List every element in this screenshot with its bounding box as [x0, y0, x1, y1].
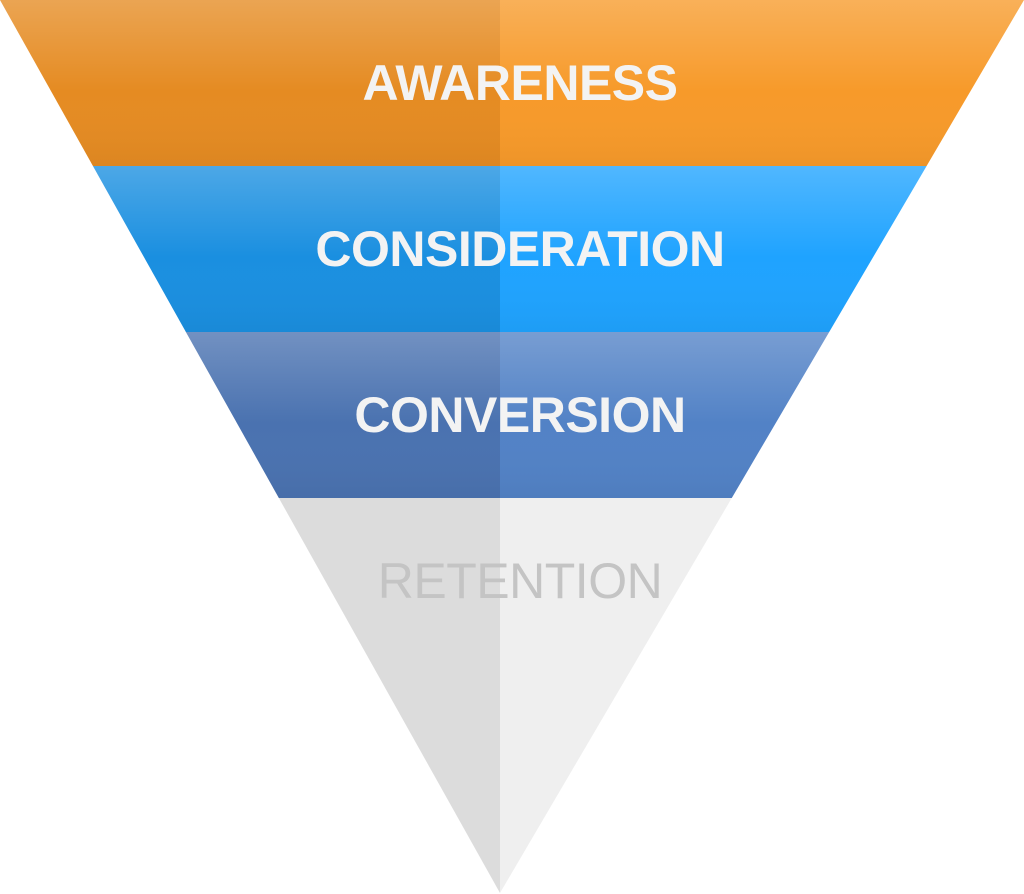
funnel-stage-sheen — [92, 166, 927, 332]
funnel-stage-label-conversion: CONVERSION — [354, 387, 685, 443]
funnel-stage-retention — [278, 498, 732, 893]
funnel-stage-label-retention: RETENTION — [378, 553, 662, 609]
funnel-stage-label-awareness: AWARENESS — [362, 55, 677, 111]
funnel-stage-sheen — [0, 0, 1024, 166]
funnel-stage-consideration — [92, 166, 927, 332]
funnel-stage-sheen — [185, 332, 830, 498]
funnel-stage-conversion — [185, 332, 830, 498]
funnel-stage-left-half — [278, 498, 500, 893]
funnel-stage-right-half — [500, 498, 732, 893]
funnel-stage-label-consideration: CONSIDERATION — [315, 221, 724, 277]
funnel-stage-awareness — [0, 0, 1024, 166]
